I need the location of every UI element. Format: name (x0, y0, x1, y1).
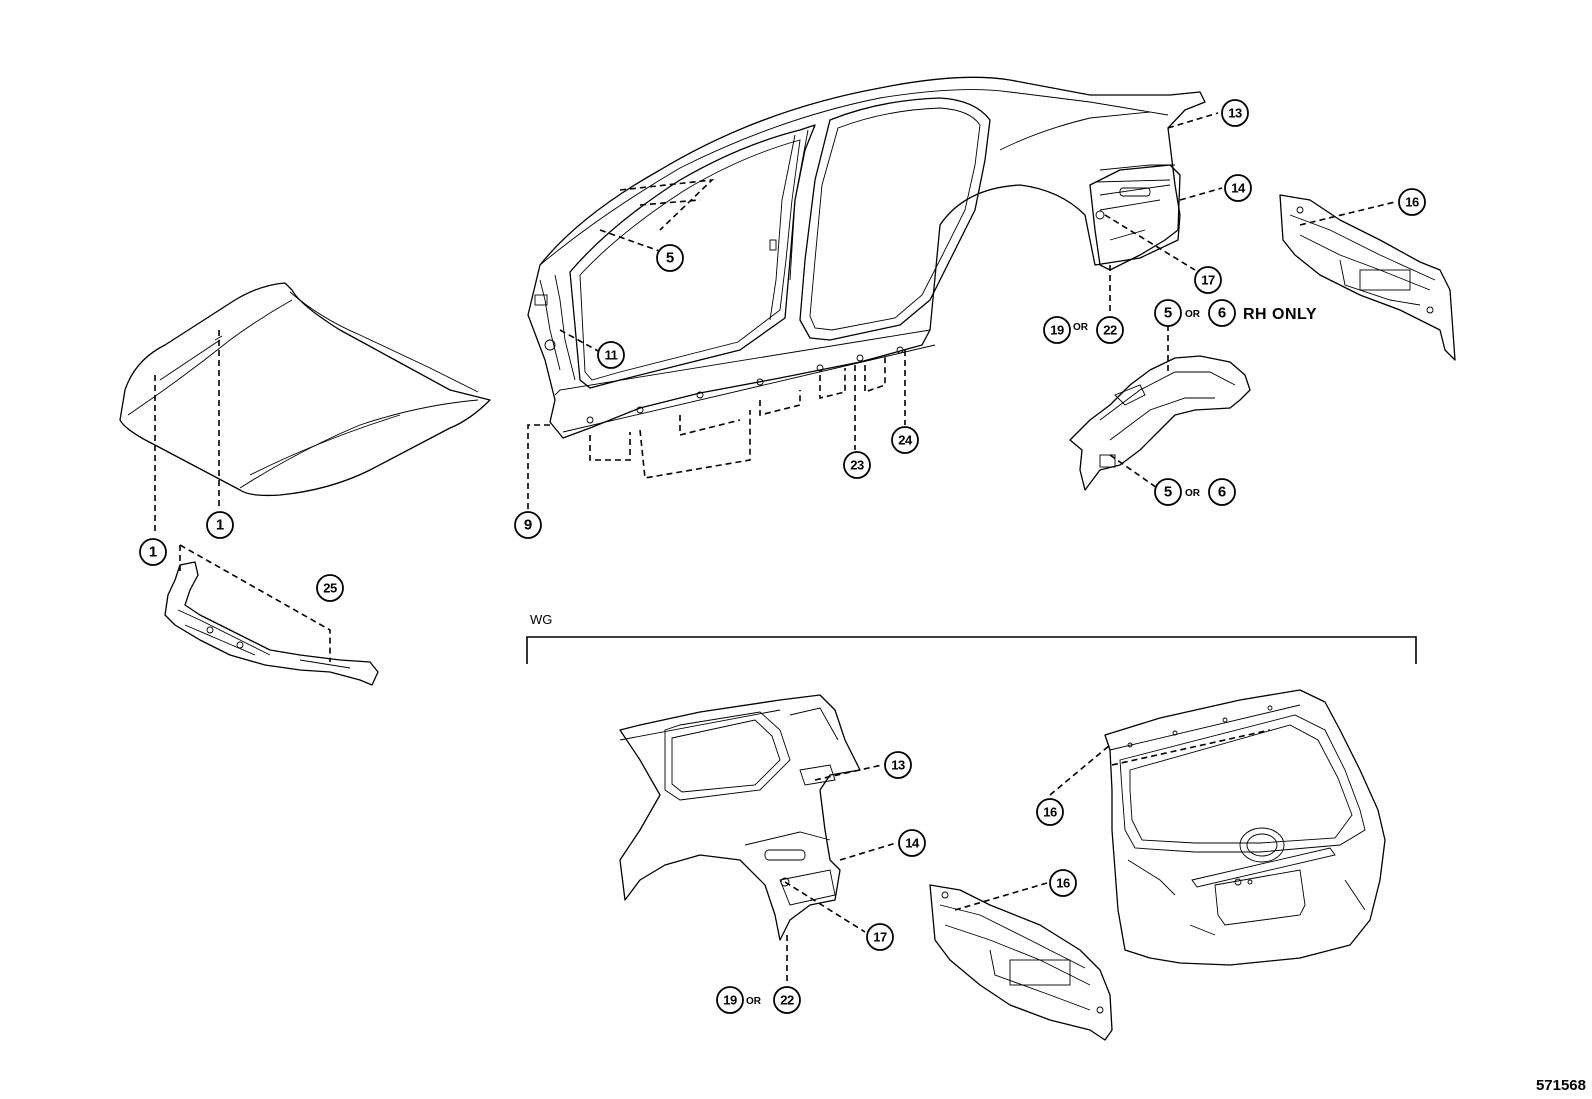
or-text-wg: OR (746, 996, 762, 1007)
svg-text:16: 16 (1405, 195, 1419, 210)
callout-side-22: 22 (1096, 316, 1124, 344)
or-text-side: OR (1073, 322, 1089, 333)
callout-side-17: 17 (1194, 266, 1222, 294)
callout-side-9: 9 (514, 511, 542, 539)
illustration-code: 571568 (1536, 1077, 1586, 1094)
svg-text:6: 6 (1218, 484, 1226, 501)
callout-wg-16a: 16 (1036, 798, 1064, 826)
back-panel (1279, 194, 1456, 361)
svg-text:1: 1 (149, 544, 157, 561)
callout-wheelhouse-6a: 6 (1208, 299, 1236, 327)
rear-quarter-inner-panel (1089, 164, 1181, 271)
svg-text:17: 17 (873, 930, 887, 945)
svg-text:22: 22 (780, 993, 794, 1008)
svg-text:5: 5 (1164, 484, 1172, 501)
callout-side-11: 11 (597, 341, 625, 369)
callout-wheelhouse-5b: 5 (1154, 478, 1182, 506)
leader-back-16 (1299, 201, 1396, 226)
svg-text:14: 14 (1231, 181, 1246, 196)
wg-bracket (526, 636, 1417, 664)
svg-text:23: 23 (850, 458, 864, 473)
svg-text:25: 25 (323, 581, 337, 596)
svg-text:6: 6 (1218, 305, 1226, 322)
callout-wg-22: 22 (773, 986, 801, 1014)
callout-wg-19: 19 (716, 986, 744, 1014)
leader-wheelhouse-bottom (1109, 454, 1161, 491)
wheelhouse-panel (1069, 355, 1251, 491)
wg-back-panel (929, 884, 1113, 1041)
leader-side-14 (1179, 187, 1223, 201)
callout-wheelhouse-6b: 6 (1208, 478, 1236, 506)
callout-wg-14: 14 (898, 829, 926, 857)
svg-text:11: 11 (605, 348, 618, 363)
svg-text:24: 24 (898, 433, 913, 448)
svg-text:17: 17 (1201, 273, 1215, 288)
hood-panel (119, 282, 491, 497)
leader-side-11 (559, 329, 601, 353)
svg-text:19: 19 (1050, 323, 1064, 338)
svg-text:5: 5 (1164, 305, 1172, 322)
callout-side-19: 19 (1043, 316, 1071, 344)
callout-side-5: 5 (656, 244, 684, 272)
leader-wg-16-back (954, 882, 1048, 911)
svg-text:19: 19 (723, 993, 737, 1008)
svg-text:16: 16 (1056, 876, 1070, 891)
leader-side-9 (527, 424, 550, 510)
or-text-wheelhouse-bottom: OR (1185, 488, 1201, 499)
radiator-support (164, 561, 379, 686)
svg-text:13: 13 (891, 758, 905, 773)
leader-side-5 (599, 178, 715, 254)
svg-text:1: 1 (216, 517, 224, 534)
leader-wg-14 (839, 842, 897, 861)
wg-label: WG (530, 612, 552, 627)
svg-text:9: 9 (524, 517, 532, 534)
callout-hood-1b: 1 (206, 511, 234, 539)
svg-text:22: 22 (1103, 323, 1117, 338)
callout-radiator-25: 25 (316, 574, 344, 602)
callout-wg-16b: 16 (1049, 869, 1077, 897)
leader-wg-17 (784, 881, 866, 933)
callout-side-24: 24 (891, 426, 919, 454)
leader-side-13 (1167, 112, 1219, 129)
svg-text:14: 14 (905, 836, 920, 851)
callout-side-14: 14 (1224, 174, 1252, 202)
callout-hood-1a: 1 (139, 538, 167, 566)
leader-radiator-25 (179, 544, 331, 662)
callout-wheelhouse-5a: 5 (1154, 299, 1182, 327)
callout-wg-17: 17 (866, 923, 894, 951)
leader-wg-16-door (1049, 729, 1271, 796)
callout-side-23: 23 (843, 451, 871, 479)
svg-text:13: 13 (1228, 106, 1242, 121)
leader-side-23 (589, 365, 856, 479)
leader-wg-13 (814, 764, 883, 781)
leader-side-24 (864, 350, 906, 425)
side-body-panel (527, 76, 1206, 439)
callout-back-16: 16 (1398, 188, 1426, 216)
or-text-wheelhouse-top: OR (1185, 309, 1201, 320)
svg-text:5: 5 (666, 250, 674, 267)
rh-only-note: RH ONLY (1243, 306, 1317, 323)
svg-text:16: 16 (1043, 805, 1057, 820)
wg-rear-quarter-panel (619, 694, 861, 941)
callout-side-13: 13 (1221, 99, 1249, 127)
callout-wg-13: 13 (884, 751, 912, 779)
leader-side-17 (1104, 214, 1196, 271)
wg-back-door (1104, 689, 1386, 966)
